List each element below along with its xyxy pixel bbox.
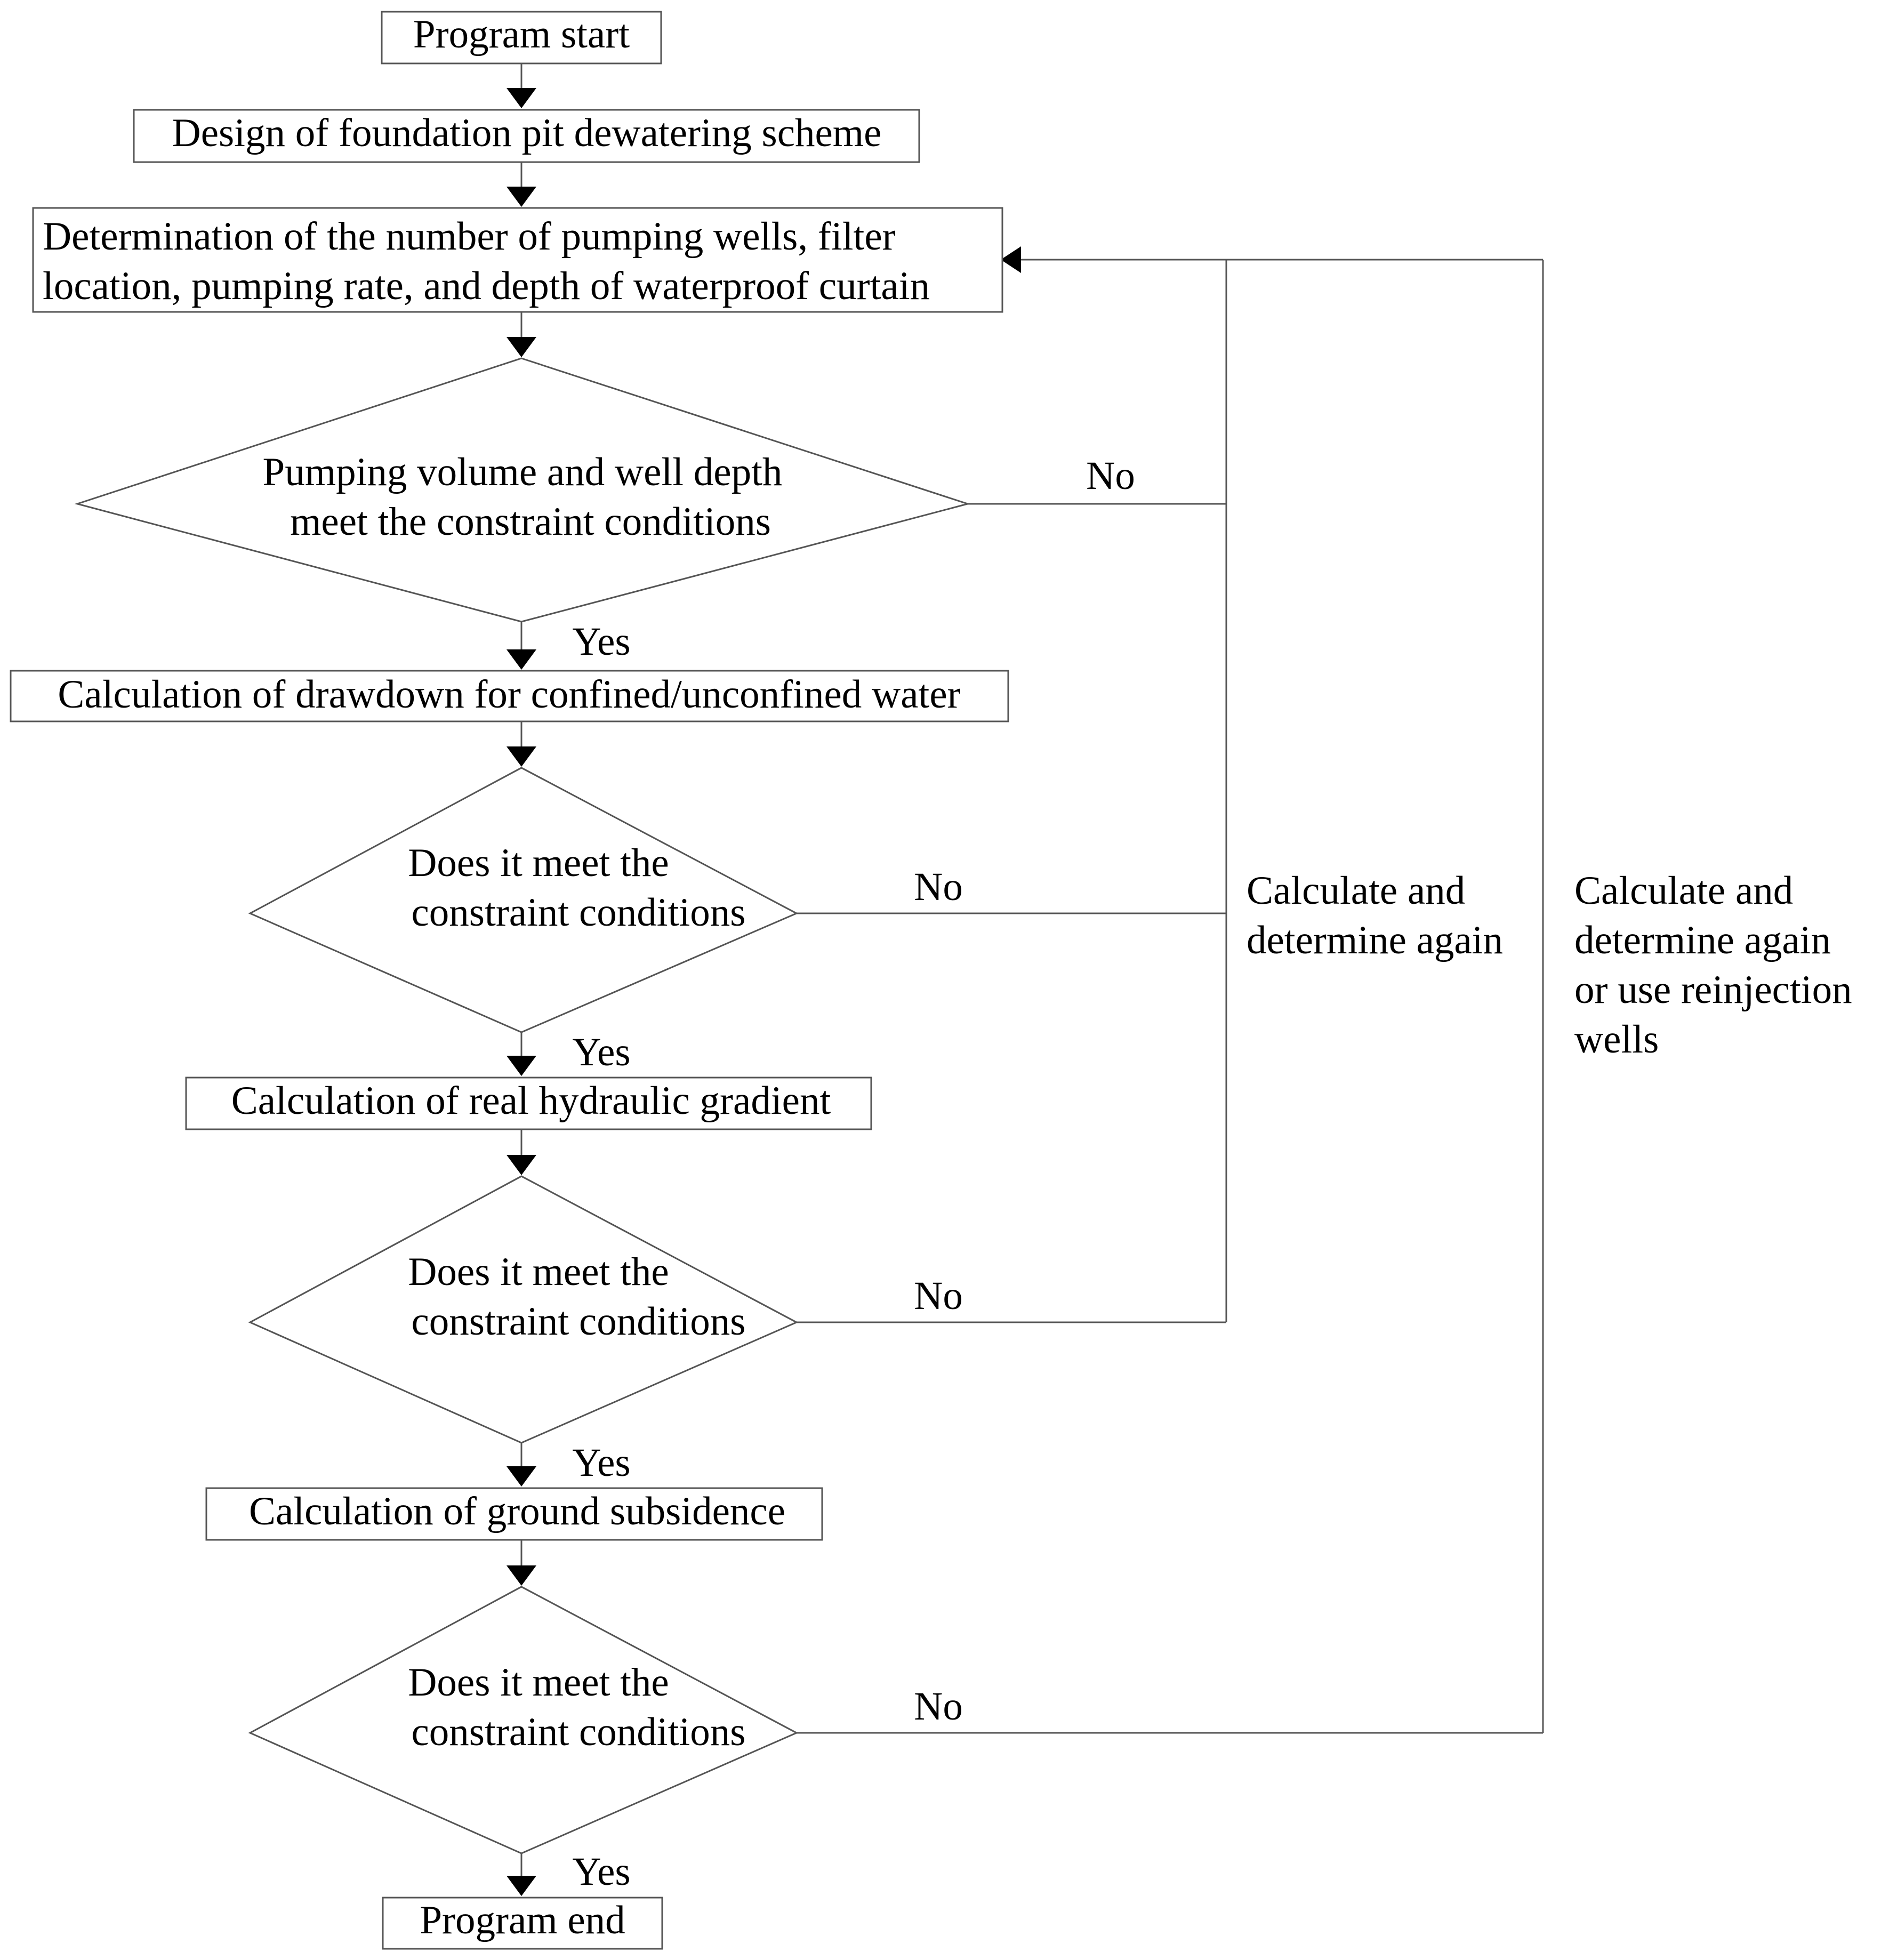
loop-1-line-1: Calculate and — [1247, 869, 1465, 913]
loop-return-arrow — [1001, 246, 1021, 273]
decision-drawdown-constraint: Does it meet the constraint conditions — [248, 767, 799, 1033]
decision-pumping-volume: Pumping volume and well depth meet the c… — [74, 357, 971, 623]
determination-line-2: location, pumping rate, and depth of wat… — [43, 264, 930, 308]
program-start-box: Program start — [381, 11, 662, 65]
no-label-3: No — [914, 1274, 963, 1318]
determination-box: Determination of the number of pumping w… — [32, 207, 1003, 313]
loop-2-line-2: determine again — [1574, 918, 1831, 962]
feedback-loop-lines — [797, 246, 1544, 1734]
no-label-1: No — [1086, 454, 1135, 498]
drawdown-box: Calculation of drawdown for confined/unc… — [10, 670, 1009, 722]
program-start-label: Program start — [413, 12, 630, 57]
decision-gradient-constraint: Does it meet the constraint conditions — [248, 1175, 799, 1444]
decision-4-line-2: constraint conditions — [412, 1710, 746, 1754]
program-end-label: Program end — [420, 1898, 625, 1942]
drawdown-label: Calculation of drawdown for confined/unc… — [58, 672, 960, 717]
determination-line-1: Determination of the number of pumping w… — [43, 214, 896, 259]
design-scheme-label: Design of foundation pit dewatering sche… — [172, 111, 882, 155]
main-flow-connectors — [507, 63, 536, 1896]
loop-2-line-3: or use reinjection — [1574, 968, 1852, 1012]
decision-4-line-1: Does it meet the — [408, 1660, 669, 1705]
yes-label-2: Yes — [572, 1030, 630, 1074]
decision-2-line-1: Does it meet the — [408, 841, 669, 885]
decision-2-line-2: constraint conditions — [412, 890, 746, 935]
yes-label-3: Yes — [572, 1441, 630, 1485]
hydraulic-gradient-label: Calculation of real hydraulic gradient — [231, 1079, 831, 1123]
yes-label-1: Yes — [572, 620, 630, 664]
no-label-2: No — [914, 865, 963, 909]
program-end-box: Program end — [382, 1897, 663, 1950]
decision-1-line-1: Pumping volume and well depth — [263, 450, 783, 494]
decision-subsidence-constraint: Does it meet the constraint conditions — [248, 1586, 799, 1854]
loop-2-line-1: Calculate and — [1574, 869, 1793, 913]
loop-2-line-4: wells — [1574, 1017, 1659, 1062]
decision-3-line-1: Does it meet the — [408, 1250, 669, 1294]
ground-subsidence-label: Calculation of ground subsidence — [249, 1489, 785, 1533]
loop-1-line-2: determine again — [1247, 918, 1503, 962]
hydraulic-gradient-box: Calculation of real hydraulic gradient — [185, 1077, 872, 1130]
no-label-4: No — [914, 1684, 963, 1729]
ground-subsidence-box: Calculation of ground subsidence — [205, 1487, 823, 1541]
decision-1-line-2: meet the constraint conditions — [290, 500, 771, 544]
decision-3-line-2: constraint conditions — [412, 1299, 746, 1344]
design-scheme-box: Design of foundation pit dewatering sche… — [133, 109, 920, 163]
yes-label-4: Yes — [572, 1850, 630, 1894]
